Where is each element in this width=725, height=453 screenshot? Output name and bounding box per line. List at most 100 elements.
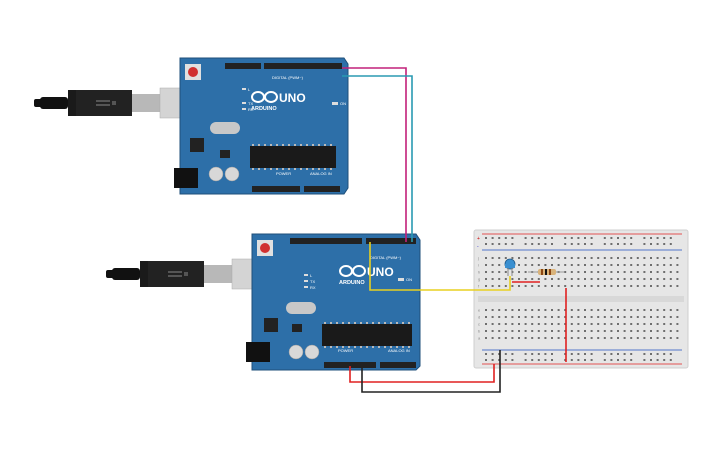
digital-header[interactable] <box>366 238 416 244</box>
terminal-hole[interactable] <box>498 316 501 318</box>
rail-hole[interactable] <box>491 237 494 239</box>
rail-hole[interactable] <box>577 237 580 239</box>
terminal-hole[interactable] <box>551 316 553 318</box>
terminal-hole[interactable] <box>557 316 560 318</box>
rail-hole[interactable] <box>577 353 580 355</box>
rail-hole[interactable] <box>531 353 534 355</box>
blue-led[interactable] <box>504 258 516 276</box>
terminal-hole[interactable] <box>551 257 553 259</box>
rail-hole[interactable] <box>570 359 573 361</box>
rail-hole[interactable] <box>504 353 507 355</box>
terminal-hole[interactable] <box>584 271 586 273</box>
terminal-hole[interactable] <box>669 278 672 280</box>
terminal-hole[interactable] <box>590 316 593 318</box>
power-header[interactable] <box>252 186 300 192</box>
terminal-hole[interactable] <box>676 285 679 287</box>
terminal-hole[interactable] <box>597 264 600 266</box>
terminal-hole[interactable] <box>498 285 501 287</box>
terminal-hole[interactable] <box>597 285 600 287</box>
arduino-uno-board-2[interactable]: DIGITAL (PWM~) UNO ARDUINO L TX RX ON PO… <box>246 233 421 371</box>
terminal-hole[interactable] <box>491 337 494 339</box>
terminal-hole[interactable] <box>491 309 494 311</box>
terminal-hole[interactable] <box>518 316 520 318</box>
terminal-hole[interactable] <box>597 271 600 273</box>
terminal-hole[interactable] <box>537 337 540 339</box>
terminal-hole[interactable] <box>656 278 659 280</box>
terminal-hole[interactable] <box>557 330 560 332</box>
rail-hole[interactable] <box>504 237 507 239</box>
rail-hole[interactable] <box>551 353 553 355</box>
rail-hole[interactable] <box>656 237 659 239</box>
rail-hole[interactable] <box>524 237 527 239</box>
terminal-hole[interactable] <box>491 264 494 266</box>
rail-hole[interactable] <box>485 243 487 245</box>
terminal-hole[interactable] <box>570 257 573 259</box>
terminal-hole[interactable] <box>518 278 520 280</box>
terminal-hole[interactable] <box>531 330 534 332</box>
terminal-hole[interactable] <box>623 257 626 259</box>
rail-hole[interactable] <box>511 353 514 355</box>
terminal-hole[interactable] <box>518 309 520 311</box>
terminal-hole[interactable] <box>537 257 540 259</box>
terminal-hole[interactable] <box>524 330 527 332</box>
terminal-hole[interactable] <box>511 316 514 318</box>
rail-hole[interactable] <box>491 243 494 245</box>
terminal-hole[interactable] <box>676 257 679 259</box>
terminal-hole[interactable] <box>577 323 580 325</box>
terminal-hole[interactable] <box>650 323 652 325</box>
terminal-hole[interactable] <box>564 271 567 273</box>
terminal-hole[interactable] <box>544 264 547 266</box>
terminal-hole[interactable] <box>623 309 626 311</box>
rail-hole[interactable] <box>656 243 659 245</box>
terminal-hole[interactable] <box>603 264 606 266</box>
rail-hole[interactable] <box>498 243 501 245</box>
rail-hole[interactable] <box>491 353 494 355</box>
reset-button[interactable] <box>257 240 273 256</box>
terminal-hole[interactable] <box>676 323 679 325</box>
terminal-hole[interactable] <box>485 264 487 266</box>
rail-hole[interactable] <box>537 237 540 239</box>
terminal-hole[interactable] <box>630 257 633 259</box>
terminal-hole[interactable] <box>636 316 639 318</box>
rail-hole[interactable] <box>564 237 567 239</box>
rail-hole[interactable] <box>623 243 626 245</box>
terminal-hole[interactable] <box>518 257 520 259</box>
terminal-hole[interactable] <box>610 271 613 273</box>
terminal-hole[interactable] <box>551 309 553 311</box>
terminal-hole[interactable] <box>570 264 573 266</box>
rail-hole[interactable] <box>498 237 501 239</box>
terminal-hole[interactable] <box>623 323 626 325</box>
terminal-hole[interactable] <box>656 337 659 339</box>
rail-hole[interactable] <box>617 243 619 245</box>
rail-hole[interactable] <box>643 359 646 361</box>
terminal-hole[interactable] <box>676 337 679 339</box>
terminal-hole[interactable] <box>584 264 586 266</box>
resistor[interactable] <box>528 269 564 275</box>
terminal-hole[interactable] <box>557 257 560 259</box>
terminal-hole[interactable] <box>537 285 540 287</box>
terminal-hole[interactable] <box>676 330 679 332</box>
terminal-hole[interactable] <box>491 323 494 325</box>
power-header[interactable] <box>324 362 376 368</box>
terminal-hole[interactable] <box>590 264 593 266</box>
terminal-hole[interactable] <box>584 316 586 318</box>
rail-hole[interactable] <box>630 237 633 239</box>
terminal-hole[interactable] <box>630 323 633 325</box>
terminal-hole[interactable] <box>485 271 487 273</box>
rail-hole[interactable] <box>663 359 666 361</box>
terminal-hole[interactable] <box>518 330 520 332</box>
terminal-hole[interactable] <box>623 316 626 318</box>
terminal-hole[interactable] <box>504 337 507 339</box>
terminal-hole[interactable] <box>643 285 646 287</box>
terminal-hole[interactable] <box>643 330 646 332</box>
terminal-hole[interactable] <box>485 337 487 339</box>
terminal-hole[interactable] <box>656 309 659 311</box>
terminal-hole[interactable] <box>676 316 679 318</box>
rail-hole[interactable] <box>610 359 613 361</box>
terminal-hole[interactable] <box>643 271 646 273</box>
terminal-hole[interactable] <box>603 316 606 318</box>
terminal-hole[interactable] <box>663 278 666 280</box>
wire-teal[interactable] <box>342 75 413 242</box>
rail-hole[interactable] <box>584 353 586 355</box>
